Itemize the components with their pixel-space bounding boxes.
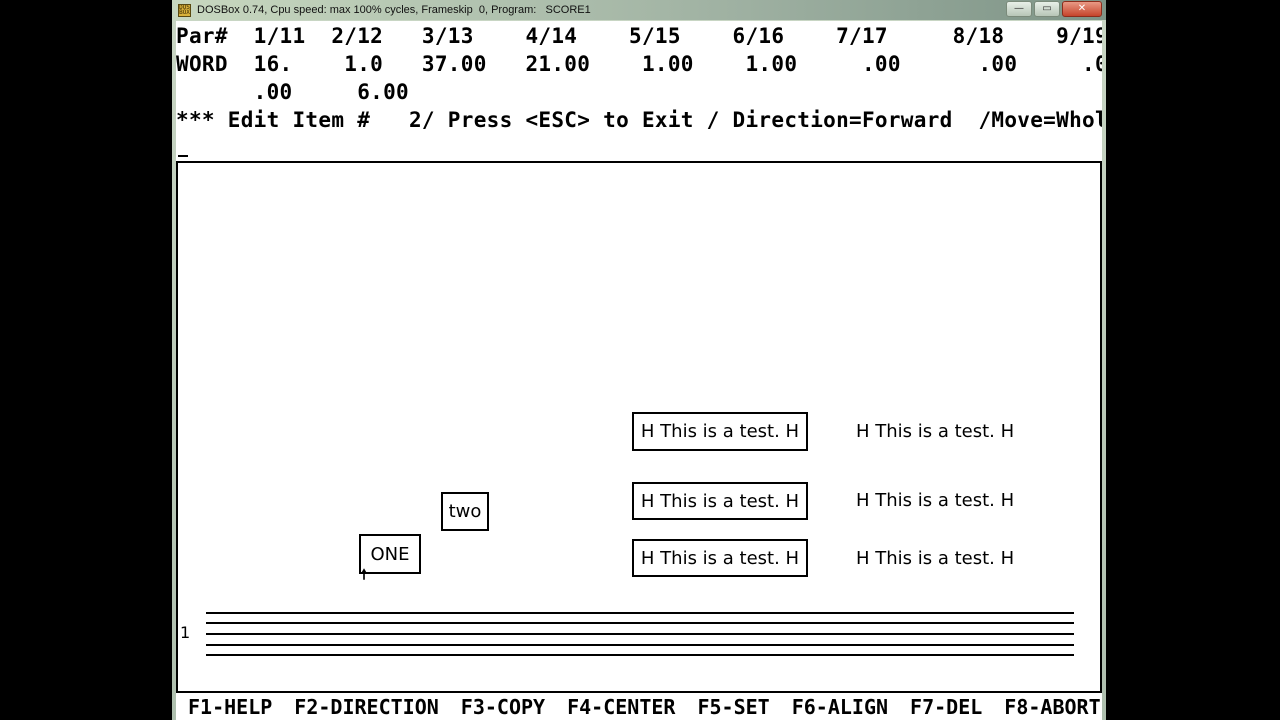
minimize-button[interactable]: —	[1006, 1, 1032, 17]
word-values-row-continued: .00 6.00	[176, 80, 409, 104]
param-header-row: Par# 1/11 2/12 3/13 4/14 5/15 6/16 7/17 …	[176, 24, 1102, 48]
item-one-box[interactable]: ONE	[359, 534, 421, 574]
function-key-bar: F1-HELP F2-DIRECTION F3-COPY F4-CENTER F…	[176, 691, 1102, 720]
staff-line	[206, 633, 1074, 635]
f7-del-key[interactable]: F7-DEL	[910, 694, 983, 719]
maximize-button[interactable]: ▭	[1034, 1, 1060, 17]
staff-line	[206, 654, 1074, 656]
test-text-box-3[interactable]: H This is a test. H	[632, 539, 808, 577]
dosbox-app-icon: DOS BOX	[178, 3, 191, 17]
staff-number: 1	[180, 623, 191, 642]
f5-set-key[interactable]: F5-SET	[697, 694, 770, 719]
f4-center-key[interactable]: F4-CENTER	[567, 694, 676, 719]
window-title: DOSBox 0.74, Cpu speed: max 100% cycles,…	[197, 4, 591, 16]
close-button[interactable]: ✕	[1062, 1, 1102, 17]
text-cursor	[178, 155, 188, 157]
test-text-plain-1[interactable]: H This is a test. H	[856, 421, 1015, 442]
staff-line	[206, 612, 1074, 614]
title-bar[interactable]: DOS BOX DOSBox 0.74, Cpu speed: max 100%…	[172, 0, 1106, 20]
item-two-box[interactable]: two	[441, 492, 489, 531]
score-area-right-border	[1100, 161, 1102, 691]
test-text-box-1[interactable]: H This is a test. H	[632, 412, 808, 451]
edit-status-line: *** Edit Item # 2/ Press <ESC> to Exit /…	[176, 108, 1102, 132]
staff-line	[206, 644, 1074, 646]
test-text-box-2[interactable]: H This is a test. H	[632, 482, 808, 520]
dos-screen[interactable]: Par# 1/11 2/12 3/13 4/14 5/15 6/16 7/17 …	[176, 21, 1102, 720]
window-controls: — ▭ ✕	[1006, 1, 1102, 17]
dosbox-window: DOS BOX DOSBox 0.74, Cpu speed: max 100%…	[172, 0, 1106, 720]
staff-line	[206, 622, 1074, 624]
f8-abort-key[interactable]: F8-ABORT	[1004, 694, 1101, 719]
f2-direction-key[interactable]: F2-DIRECTION	[294, 694, 439, 719]
f6-align-key[interactable]: F6-ALIGN	[791, 694, 889, 719]
score-area-left-border	[176, 161, 178, 691]
header-divider	[176, 161, 1102, 163]
test-text-plain-3[interactable]: H This is a test. H	[856, 548, 1015, 569]
word-values-row: WORD 16. 1.0 37.00 21.00 1.00 1.00 .00 .…	[176, 52, 1102, 76]
f3-copy-key[interactable]: F3-COPY	[460, 694, 546, 719]
f1-help-key[interactable]: F1-HELP	[188, 694, 273, 719]
test-text-plain-2[interactable]: H This is a test. H	[856, 490, 1015, 511]
up-arrow-icon: 🠕	[361, 567, 368, 583]
